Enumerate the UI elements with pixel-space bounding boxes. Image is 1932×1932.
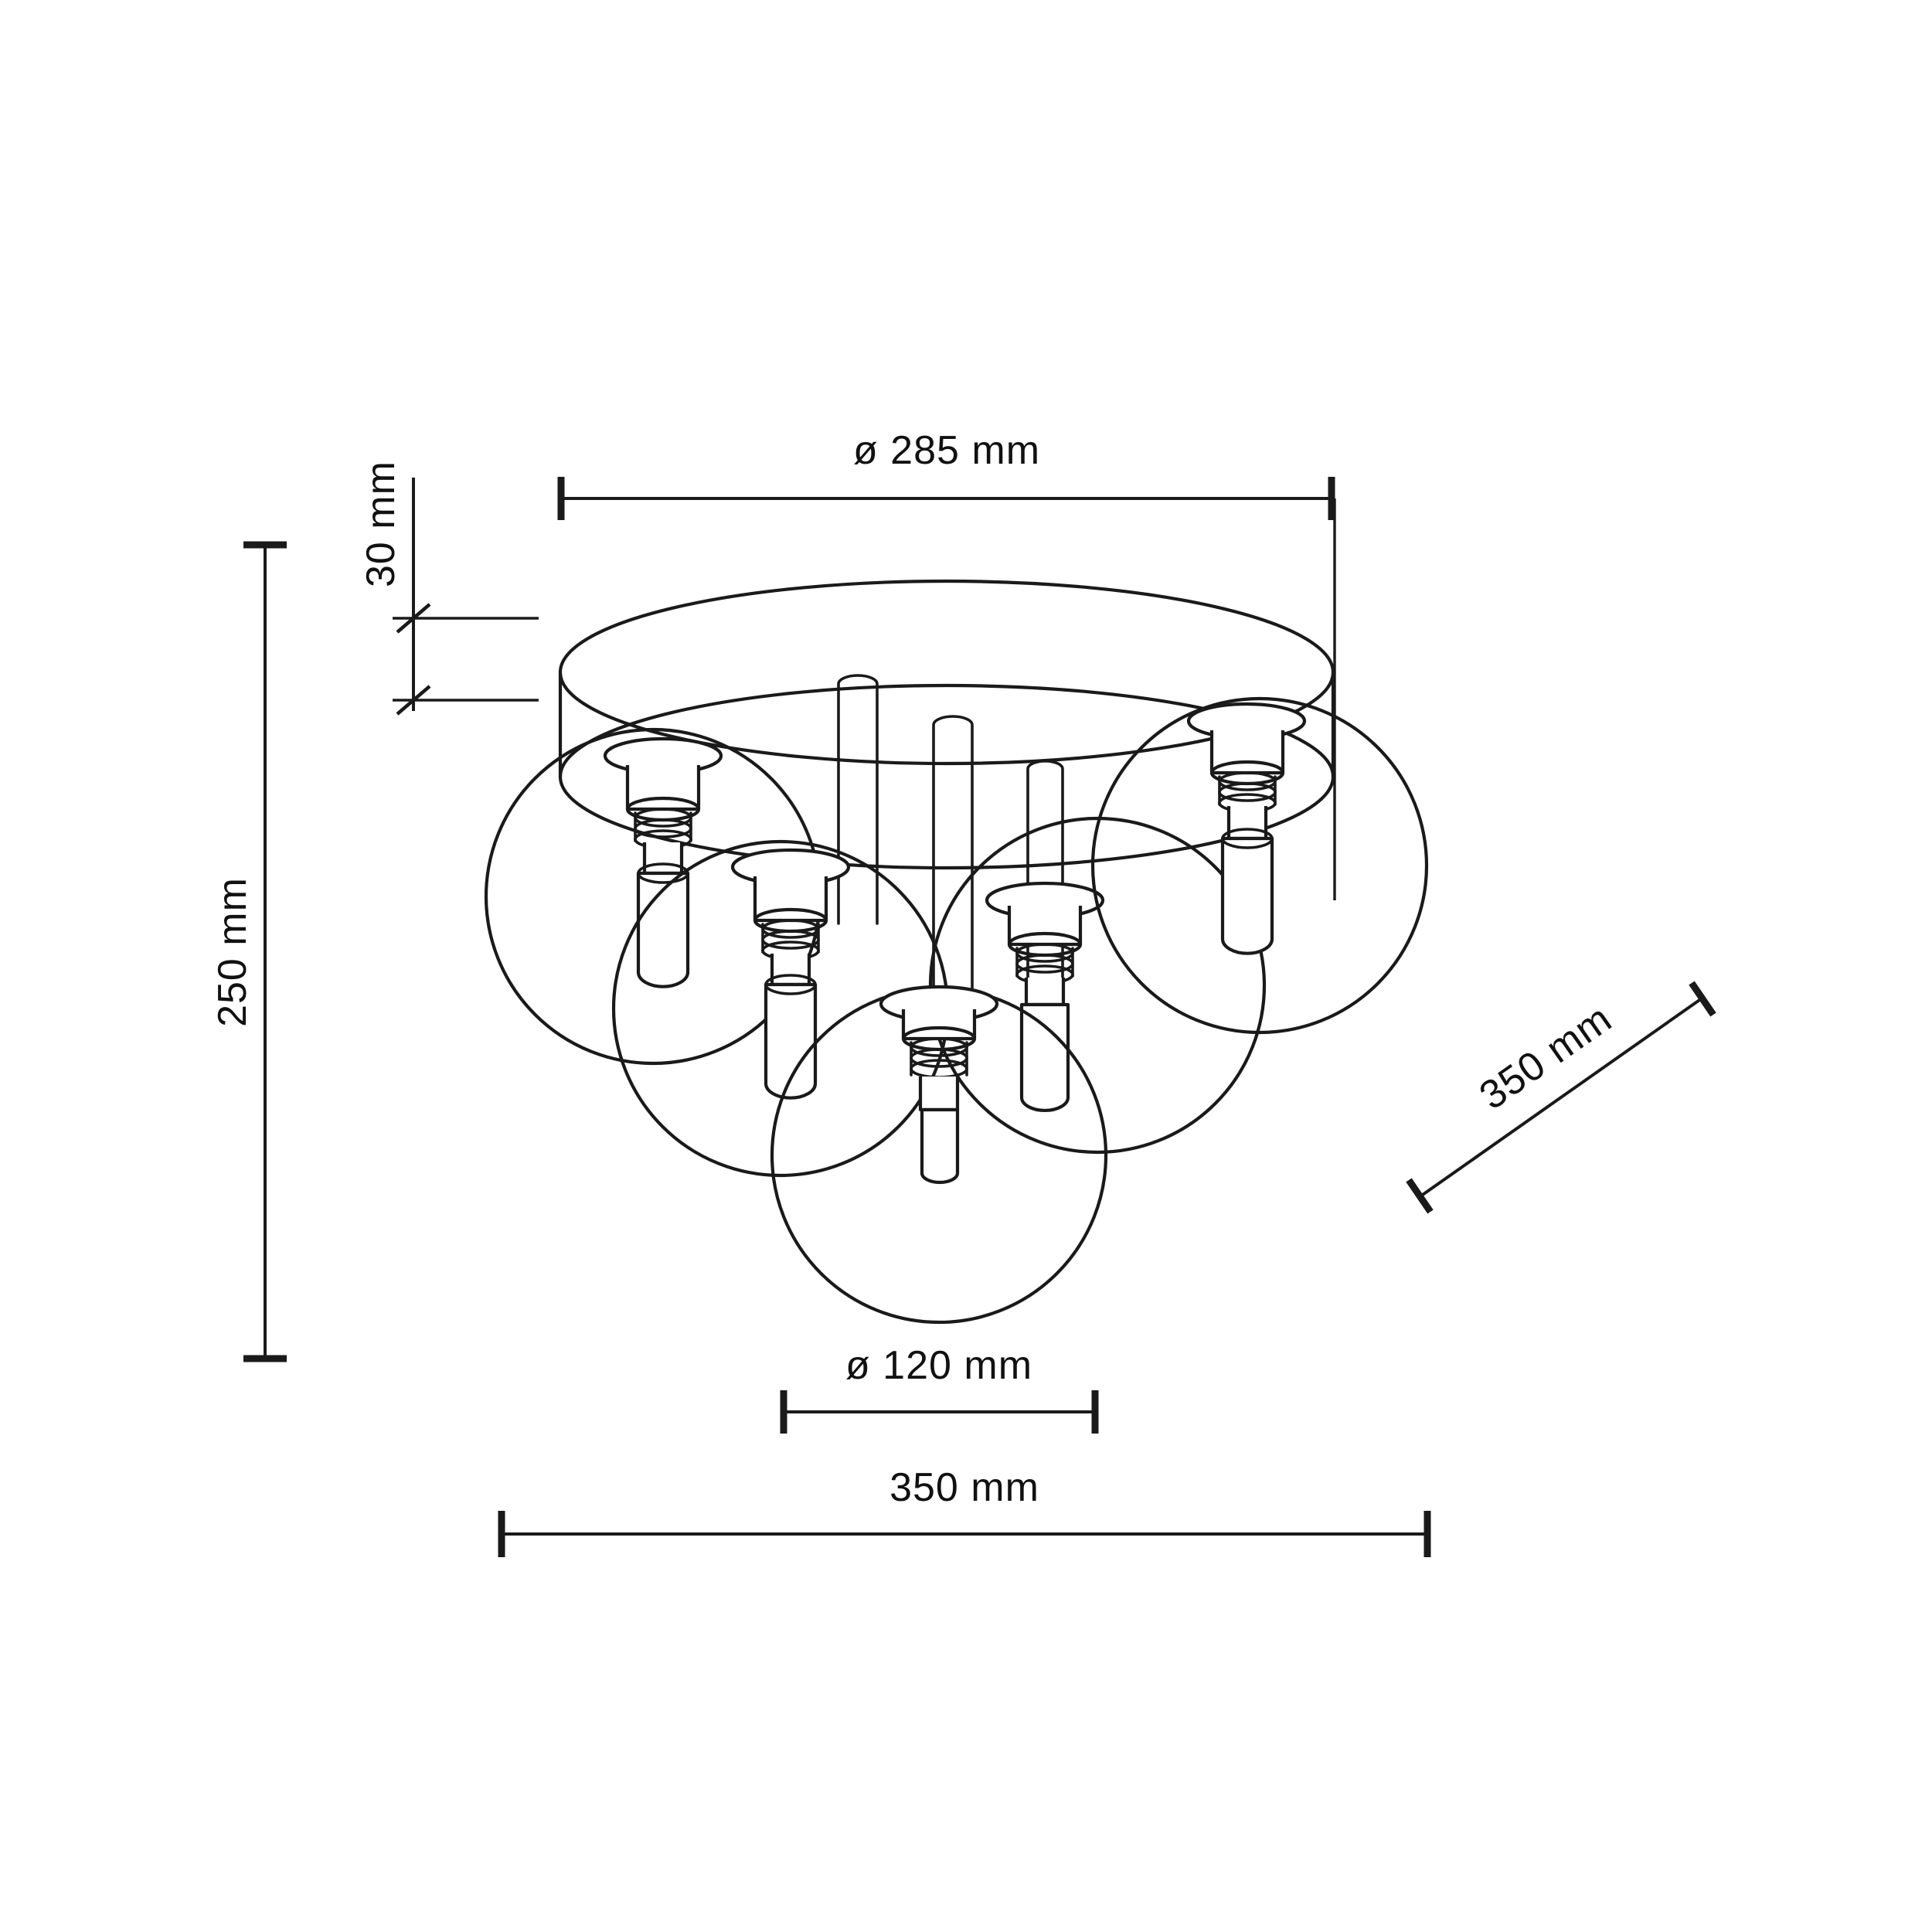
dim-depth-diagonal-label: 350 mm: [1471, 996, 1620, 1119]
socket-back-right: [1186, 702, 1307, 955]
rod-tall-center: [932, 715, 974, 1033]
globe-assembly-front: [770, 985, 1108, 1325]
socket-thread-2-front: [910, 1048, 968, 1068]
dim-depth-diagonal-tick-lower: [1406, 1178, 1434, 1214]
dim-canopy-diameter-label: ø 285 mm: [853, 428, 1040, 473]
globe-back-right: [1090, 696, 1429, 1035]
socket-thread-2-back-right: [1218, 782, 1277, 802]
canopy-bottom-front-arc: [558, 774, 1335, 870]
socket-thread-2-back-left: [634, 818, 692, 838]
bulb-neck-front-right: [1024, 978, 1066, 1007]
product-ceiling-lamp: [484, 579, 1429, 1325]
bulb-top-ellipse-back-right: [1221, 828, 1274, 849]
socket-mid-left: [730, 848, 851, 1100]
socket-body-front-right: [1007, 906, 1083, 947]
canopy-top-ellipse: [558, 579, 1335, 766]
bulb-body-front: [920, 1107, 960, 1185]
socket-front: [879, 985, 999, 1185]
bulb-neck-front: [918, 1077, 960, 1112]
globe-assembly-mid-left: [611, 839, 950, 1178]
bulb-neck-mid-left: [770, 954, 811, 987]
globe-assembly-front-right: [928, 816, 1267, 1155]
rod-tall-left: [837, 674, 879, 925]
bulb-body-back-right: [1220, 836, 1274, 955]
bulb-neck-back-left: [642, 842, 684, 876]
dim-overall-width: 350 mm: [498, 1465, 1431, 1557]
socket-thread-1-mid-left: [761, 919, 820, 939]
dim-canopy-height-label: 30 mm: [359, 461, 403, 587]
dim-total-height-label: 250 mm: [210, 877, 255, 1027]
socket-thread-2-mid-left: [761, 930, 820, 950]
bulb-top-ellipse-back-left: [637, 862, 689, 884]
dim-globe-diameter-label: ø 120 mm: [845, 1343, 1032, 1388]
socket-thread-1-front: [910, 1037, 968, 1057]
bulb-top-ellipse-mid-left: [764, 974, 817, 995]
dim-canopy-height: 30 mm: [359, 461, 539, 716]
dim-canopy-diameter: ø 285 mm: [557, 428, 1336, 900]
globe-front-right: [928, 816, 1267, 1155]
dim-depth-diagonal: 350 mm: [1406, 981, 1716, 1214]
bulb-body-mid-left: [764, 982, 818, 1100]
dim-overall-width-label: 350 mm: [889, 1465, 1039, 1510]
socket-thread-2-front-right: [1015, 954, 1074, 974]
rod-group: [837, 674, 1064, 1033]
dim-canopy-height-tick-top: [396, 603, 431, 634]
socket-front-right: [985, 881, 1105, 1113]
dim-canopy-height-tick-bottom: [396, 685, 431, 716]
socket-body-front: [901, 1009, 977, 1041]
bulb-body-front-right: [1019, 1002, 1070, 1113]
socket-thread-1-back-right: [1218, 771, 1277, 791]
dim-total-height: 250 mm: [210, 541, 287, 1362]
dim-depth-diagonal-tick-upper: [1689, 981, 1716, 1017]
socket-thread-1-back-left: [634, 808, 692, 828]
dim-globe-diameter: ø 120 mm: [780, 1343, 1099, 1434]
globe-assembly-back-right: [1090, 696, 1429, 1035]
bulb-neck-back-right: [1226, 806, 1268, 841]
dim-depth-diagonal-line: [1419, 997, 1703, 1198]
socket-thread-1-front-right: [1015, 943, 1074, 963]
